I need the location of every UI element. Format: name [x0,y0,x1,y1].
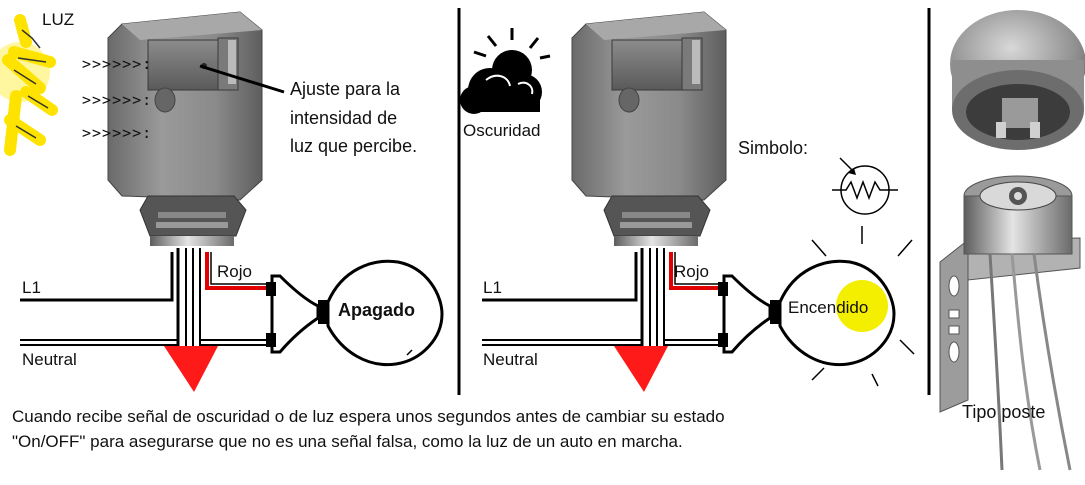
neutral-label-middle: Neutral [483,350,538,369]
bulb-state-off: Apagado [338,300,416,320]
caption-line-2: "On/OFF" para asegurarse que no es una s… [12,432,683,451]
line-label-left: L1 [22,278,41,297]
neutral-marker-left [164,346,218,392]
sun-icon [0,14,58,156]
adjustment-pointer-line [199,64,285,94]
red-wire-label-left: Rojo [217,262,252,281]
bulb-off-left [266,259,444,367]
pole-type-label: Tipo poste [962,402,1046,422]
photoresistor-symbol-icon [832,157,898,215]
adjustment-note-line-1: Ajuste para la [290,79,401,99]
photocell-sensor-middle [571,11,727,246]
bulb-state-on: Encendido [788,298,869,317]
caption-line-1: Cuando recibe señal de oscuridad o de lu… [12,407,725,426]
adjustment-note-line-2: intensidad de [290,108,398,128]
wiring-left [20,248,272,352]
neutral-label-left: Neutral [22,350,77,369]
photocell-dome-photo [950,10,1085,150]
red-wire-label-middle: Rojo [674,262,709,281]
wiring-middle [482,248,724,352]
photocell-pole-mount-photo [939,175,1081,471]
dark-label: Oscuridad [463,121,541,140]
line-label-middle: L1 [483,278,502,297]
adjustment-note-line-3: luz que percibe. [290,136,418,156]
light-arrow-1: >>>>>>: [82,55,153,73]
neutral-marker-middle [614,346,668,392]
light-arrow-2: >>>>>>: [82,91,153,109]
light-label: LUZ [42,10,75,29]
symbol-label: Simbolo: [738,138,809,158]
light-arrow-3: >>>>>>: [82,124,153,142]
photocell-sensor-left [107,11,263,246]
cloud-icon [460,28,551,114]
bulb-on-middle [718,226,915,387]
